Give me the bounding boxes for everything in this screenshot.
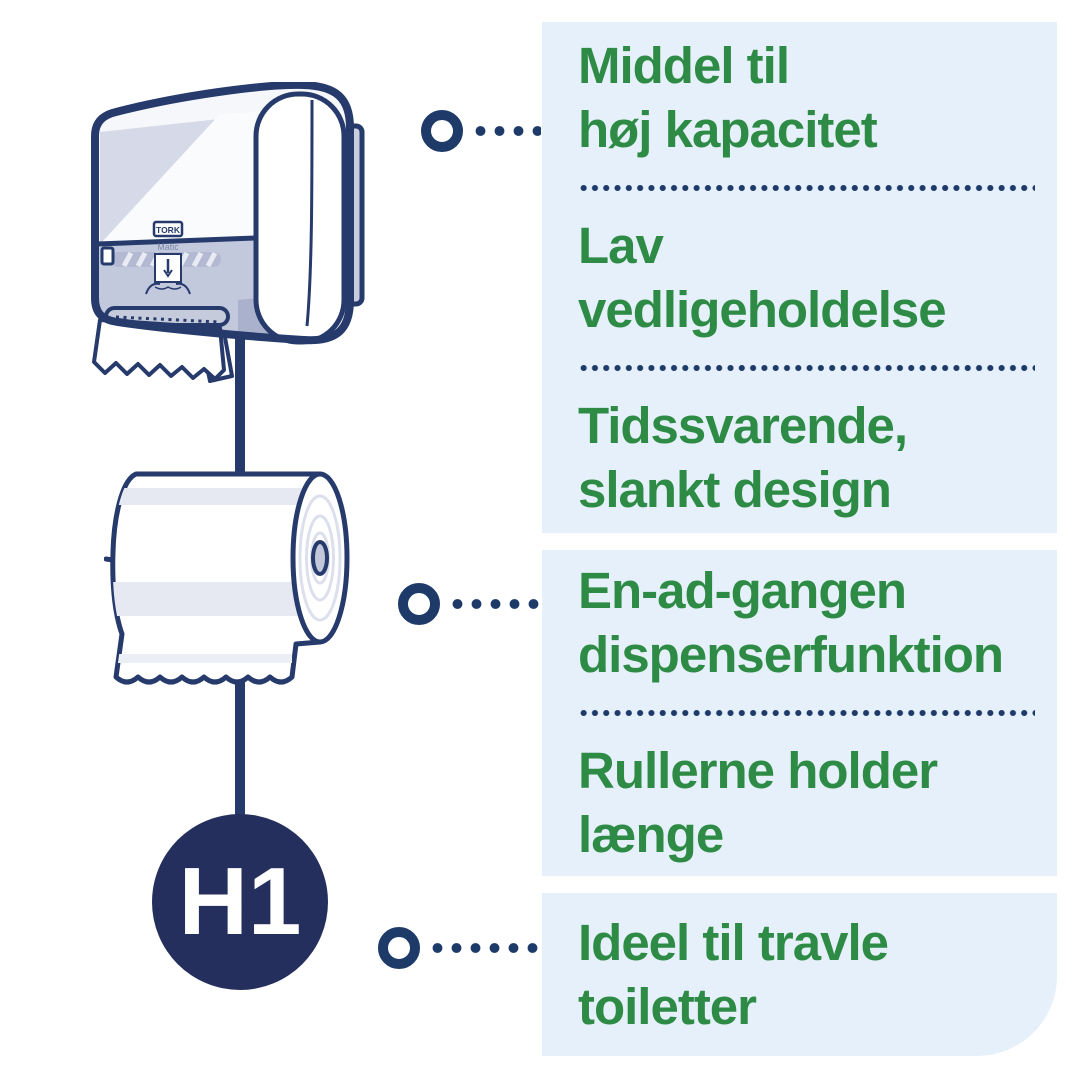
feature-item: Tidssvarende, slankt design: [578, 394, 1035, 522]
feature-text: En-ad-gangen: [578, 562, 907, 619]
roll-core: [311, 540, 329, 576]
dotted-line: [448, 599, 540, 609]
feature-text: vedligeholdelse: [578, 280, 947, 338]
pull-towel-pictogram: [145, 253, 191, 295]
feature-text: Ideel til travle: [578, 913, 889, 971]
feature-item: Ideel til travle toiletter: [578, 911, 1035, 1039]
feature-text: Tidssvarende,: [578, 396, 908, 454]
dispenser-cover-edge: [253, 91, 347, 345]
tork-logo-text: TORK: [156, 225, 181, 235]
feature-panel-roll: En-ad-gangen dispenserfunktion Rullerne …: [542, 550, 1057, 876]
feature-text: slankt design: [578, 460, 892, 518]
dotted-divider: [578, 710, 1035, 716]
dispenser-mouth-teeth: [115, 315, 221, 324]
dotted-divider: [578, 364, 1035, 371]
connector-vertical-line-top: [235, 332, 245, 482]
roll-body: [110, 471, 323, 685]
feature-item: Middel til høj kapacitet: [578, 34, 1035, 162]
dispenser-outline: [91, 82, 354, 345]
dispenser-window-highlight: [102, 112, 256, 242]
connector-dispenser: [421, 110, 541, 152]
feature-text: Lav: [578, 216, 664, 274]
feature-item: Rullerne holder længe: [578, 739, 1035, 867]
feature-text: høj kapacitet: [578, 100, 878, 158]
roll-end-cap: [290, 471, 350, 645]
feature-text: toiletter: [578, 977, 757, 1035]
hand-towel-dispenser-illustration: TORK Matic: [91, 82, 365, 383]
dotted-line: [471, 126, 541, 136]
matic-label: Matic: [157, 242, 179, 252]
feature-text: dispenserfunktion: [578, 626, 1004, 683]
tork-logo-flag: [152, 220, 184, 238]
system-badge: H1: [152, 814, 328, 990]
connector-node-icon: [398, 583, 440, 625]
roll-paper-bands: [112, 488, 318, 663]
dotted-line: [428, 943, 540, 953]
dotted-divider: [578, 184, 1035, 191]
paper-roll-illustration: [104, 471, 350, 685]
feature-text: længe: [578, 806, 724, 863]
dispenser-cover-ridge-line: [305, 99, 314, 327]
feature-item: En-ad-gangen dispenserfunktion: [578, 559, 1035, 687]
feature-panel-system: Ideel til travle toiletter: [542, 893, 1057, 1056]
system-badge-label: H1: [178, 848, 302, 955]
feature-text: Middel til: [578, 36, 790, 94]
feature-panel-dispenser: Middel til høj kapacitet Lav vedligehold…: [542, 22, 1057, 533]
connector-roll: [398, 583, 540, 625]
connector-badge: [378, 927, 540, 969]
connector-node-icon: [421, 110, 463, 152]
dispenser-lock: [100, 246, 115, 266]
feature-item: Lav vedligeholdelse: [578, 214, 1035, 342]
connector-vertical-line-bottom: [235, 676, 245, 818]
dispenser-seam-line: [96, 235, 257, 247]
feature-text: Rullerne holder: [578, 742, 938, 799]
connector-node-icon: [378, 927, 420, 969]
